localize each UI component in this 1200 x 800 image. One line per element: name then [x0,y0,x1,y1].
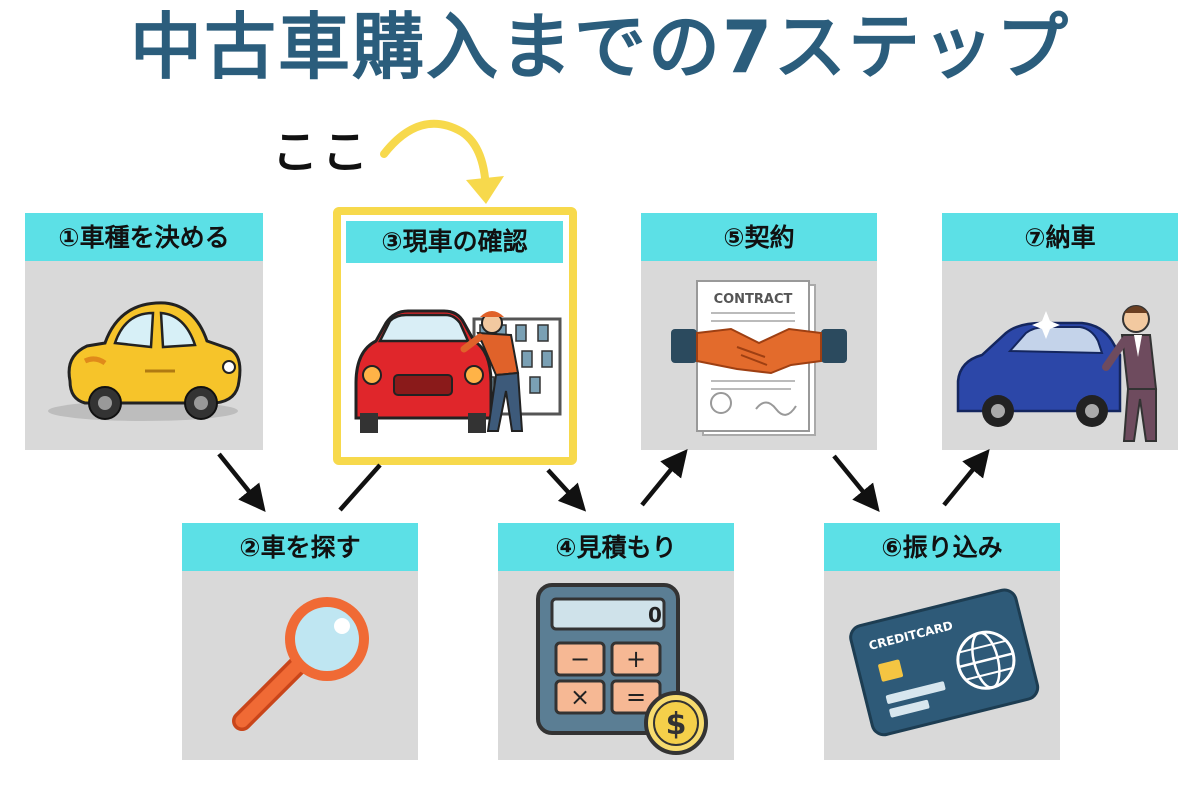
arrow-6-to-7 [942,449,990,507]
arrow-4-to-5 [640,449,688,507]
page-title: 中古車購入までの7ステップ [129,5,1071,89]
step-card-4: ④見積もり 0 − + × = $ [498,523,734,760]
yellow-car-icon [48,301,242,421]
arrow-2-to-3 [338,463,382,512]
car-delivery-man-icon [956,305,1158,442]
credit-card-icon: CREDITCARD [849,588,1040,737]
step-1-label: ①車種を決める [25,213,263,261]
step-card-7: ⑦納車 [942,213,1178,450]
multiply-key: × [570,683,590,711]
coin-symbol: $ [666,707,687,742]
step-card-5: ⑤契約 CONTRACT [641,213,877,450]
mechanic-inspecting-car-icon [346,263,563,443]
step-5-label: ⑤契約 [641,213,877,261]
step-card-3: ③現車の確認 [346,221,563,443]
here-pointer-arrowhead [466,176,504,204]
contract-heading: CONTRACT [714,292,793,307]
arrow-1-to-2 [217,452,266,513]
current-step-highlight [333,207,577,465]
equals-key: = [626,683,646,711]
step-3-label: ③現車の確認 [346,221,563,263]
arrow-5-to-6 [832,454,880,512]
calculator-display: 0 [648,603,662,627]
magnifying-glass-icon [232,597,369,731]
calculator-coin-icon: 0 − + × = $ [536,583,708,755]
contract-handshake-icon: CONTRACT [671,280,847,436]
minus-key: − [570,645,590,673]
step-6-label: ⑥振り込み [824,523,1060,571]
step-4-label: ④見積もり [498,523,734,571]
step-card-1: ①車種を決める [25,213,263,450]
here-label: ここ [272,125,372,179]
step-card-2: ②車を探す [182,523,418,760]
here-pointer-arrow [380,119,490,200]
step-2-label: ②車を探す [182,523,418,571]
step-7-label: ⑦納車 [942,213,1178,261]
plus-key: + [626,645,646,673]
arrow-3-to-4 [546,468,587,512]
step-card-6: ⑥振り込み CREDITCARD [824,523,1060,760]
